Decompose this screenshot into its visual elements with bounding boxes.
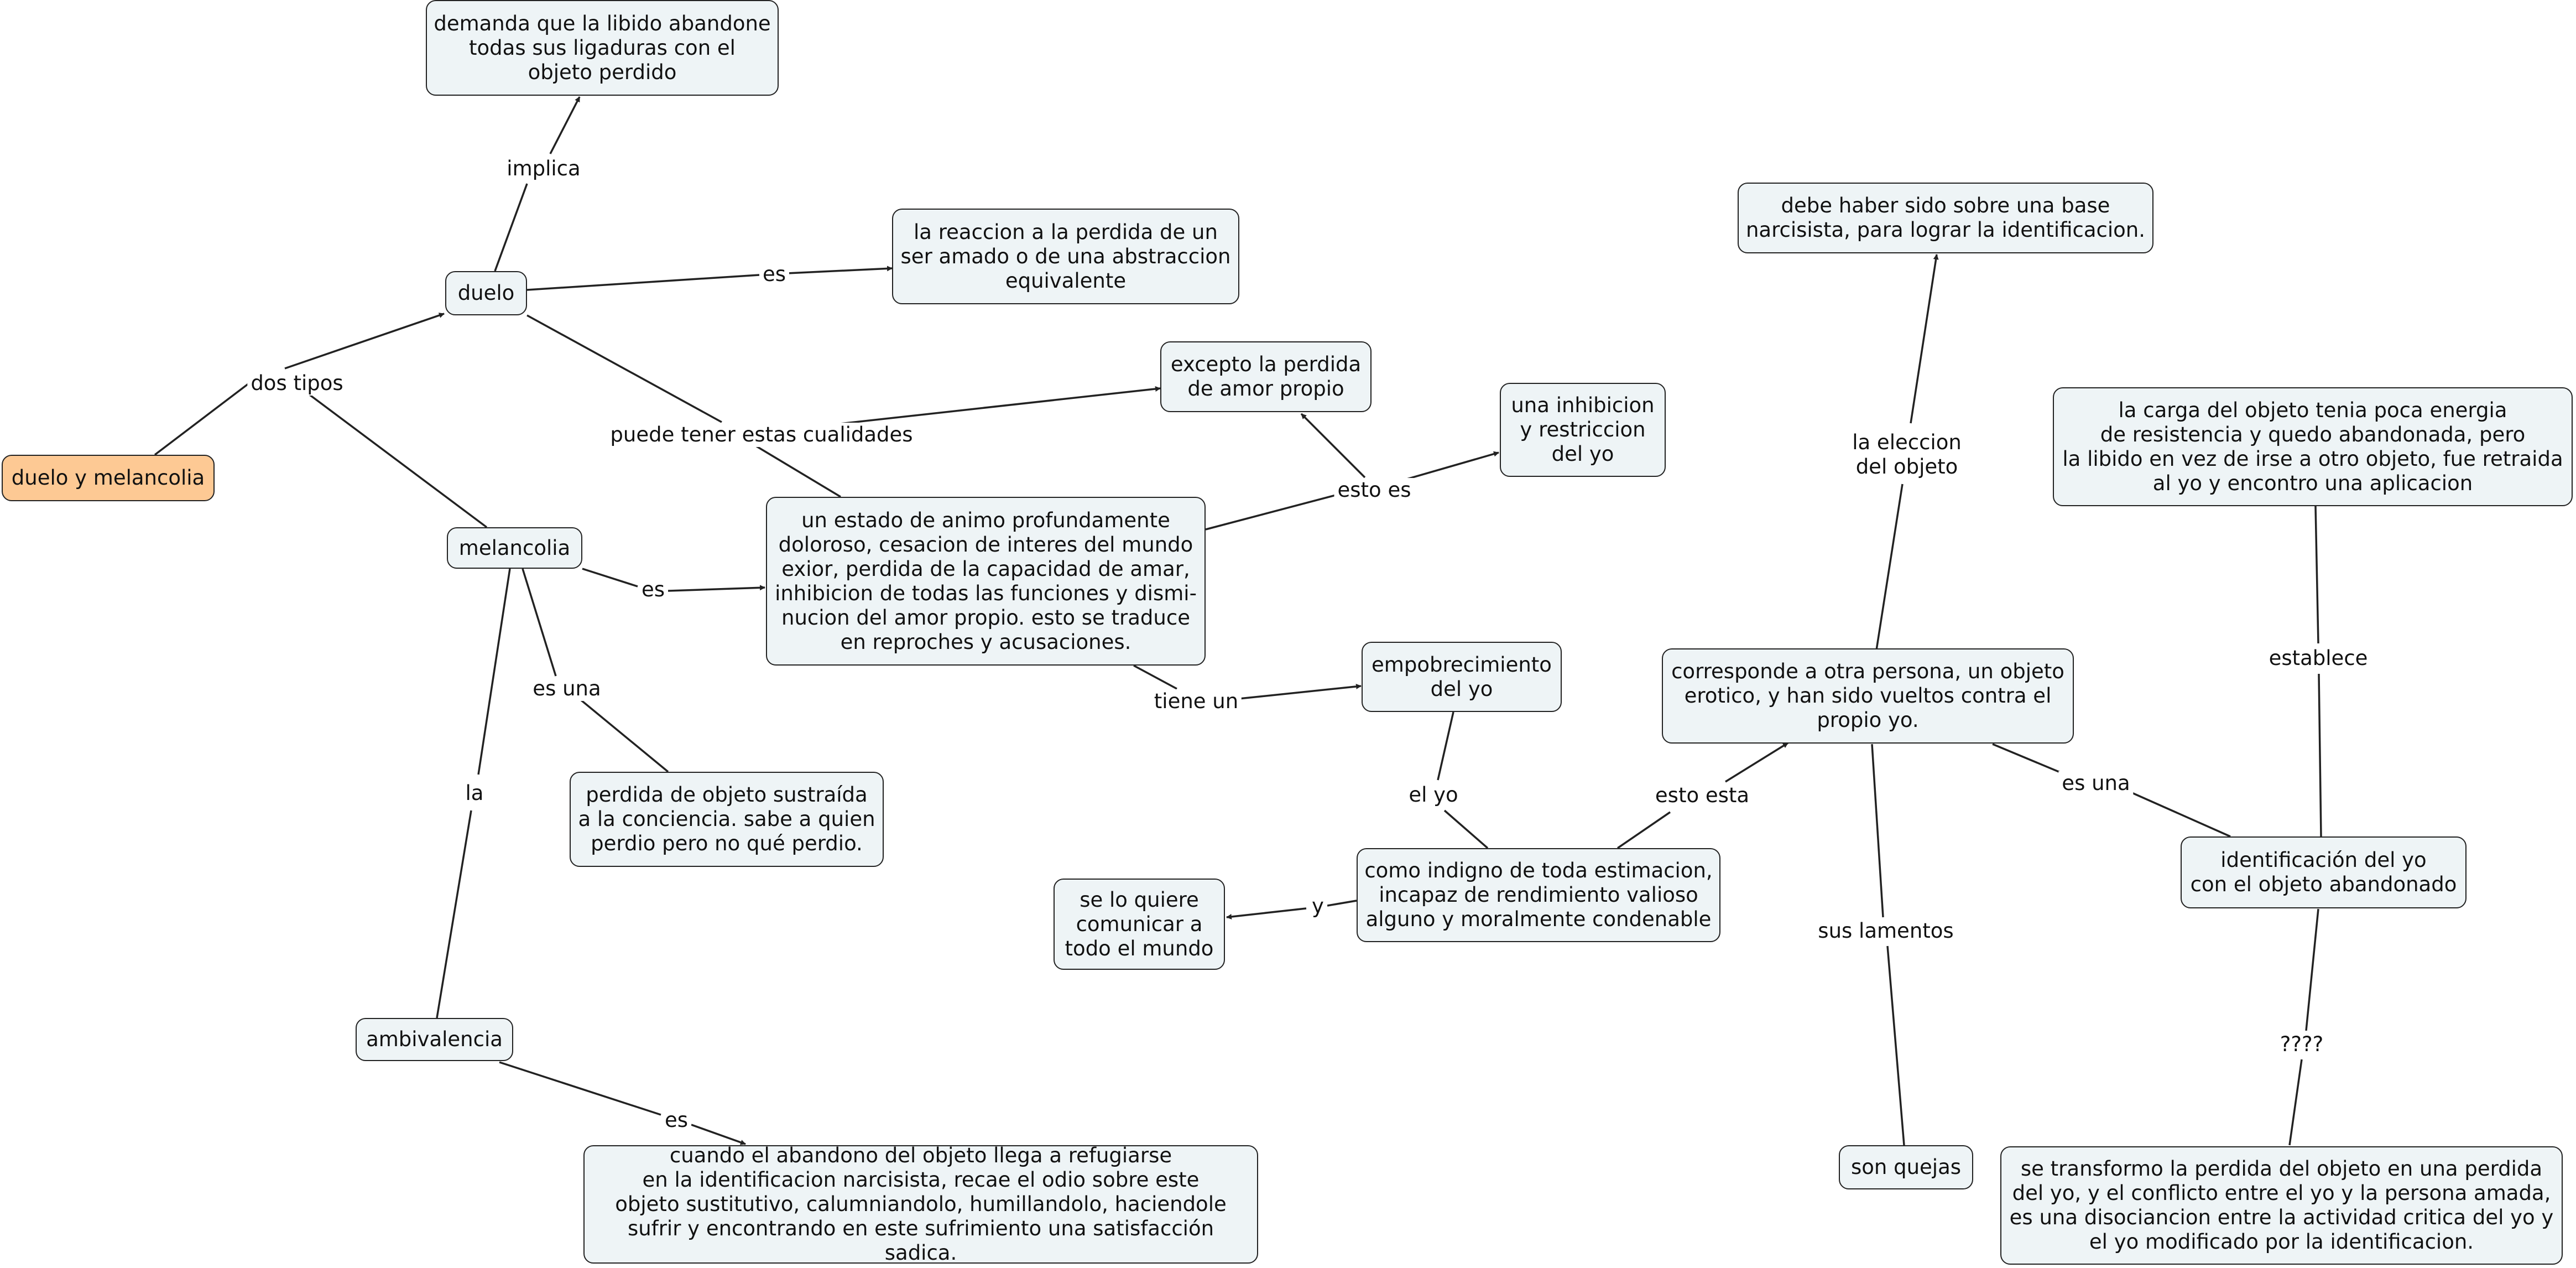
link-indigno-estoesta [1617,811,1671,849]
link-estoes-inhibicion [1399,451,1499,482]
link-estado-puedetener [754,444,841,498]
link-la-ambivalencia [436,810,472,1018]
link-corresponde-esuna [1992,743,2063,775]
node-duelo[interactable]: duelo [445,271,527,315]
link-dostipos-melancolia [306,392,488,528]
node-indigno[interactable]: como indigno de toda estimacion, incapaz… [1357,848,1720,942]
label-es-melancolia: es [638,578,669,602]
label-puede-tener: puede tener estas cualidades [607,423,916,447]
link-elyo-indigno [1443,809,1489,849]
link-melancolia-es [582,568,638,588]
node-melancolia[interactable]: melancolia [447,527,582,569]
label-sus-lamentos: sus lamentos [1814,919,1957,943]
link-carga-establece [2314,506,2319,644]
node-demanda[interactable]: demanda que la libido abandone todas sus… [426,0,779,96]
link-lamentos-quejas [1886,945,1905,1146]
label-el-yo: el yo [1405,783,1462,807]
node-perdida-objeto[interactable]: perdida de objeto sustraída a la concien… [570,772,884,867]
node-carga[interactable]: la carga del objeto tenia poca energia d… [2053,387,2573,506]
label-esto-esta: esto esta [1651,783,1753,808]
link-implica-demanda [549,96,581,154]
link-tieneun-empobrecimiento [1238,683,1362,700]
node-quejas[interactable]: son quejas [1839,1145,1973,1189]
link-root-dostipos [154,382,250,456]
link-estoesta-corresponde [1725,742,1788,783]
node-corresponde[interactable]: corresponde a otra persona, un objeto er… [1662,648,2074,744]
link-es-estado [668,585,765,592]
label-es-una-melancolia: es una [529,677,604,701]
link-estado-estoes [1205,494,1336,531]
link-esuna-identificacion [2131,792,2231,838]
link-duelo-puedetener [526,314,722,423]
link-dostipos-duelo [284,313,445,370]
label-es-una-identificacion: es una [2058,771,2134,796]
label-y: y [1308,894,1327,918]
link-estoes-excepto [1300,413,1366,479]
link-es-cuando [691,1124,746,1145]
link-melancolia-la [477,568,511,775]
link-interrogantes-transformo [2288,1059,2303,1146]
link-corresponde-eleccion [1875,484,1904,651]
node-empobrecimiento[interactable]: empobrecimiento del yo [1362,642,1562,712]
label-es-ambivalencia: es [661,1108,692,1132]
node-estado[interactable]: un estado de animo profundamente doloros… [766,497,1206,666]
node-reaccion[interactable]: la reaccion a la perdida de un ser amado… [892,209,1239,304]
link-corresponde-lamentos [1871,744,1884,918]
label-dos-tipos: dos tipos [247,371,347,396]
link-duelo-implica [494,183,528,272]
label-es-duelo: es [759,262,790,287]
link-ambivalencia-es [499,1061,661,1116]
link-establece-identificacion [2318,673,2322,837]
node-duelo-y-melancolia[interactable]: duelo y melancolia [2,455,215,501]
label-interrogantes: ???? [2276,1032,2327,1057]
link-indigno-y [1327,900,1357,907]
link-es-reaccion [786,266,893,274]
label-la-eleccion: la eleccion del objeto [1849,430,1965,479]
node-excepto[interactable]: excepto la perdida de amor propio [1160,341,1372,412]
node-debe[interactable]: debe haber sido sobre una base narcisist… [1738,183,2153,253]
link-esuna-perdida [580,699,669,773]
node-identificacion[interactable]: identificación del yo con el objeto aban… [2181,836,2467,908]
label-implica: implica [503,157,584,181]
link-y-comunicar [1226,907,1307,919]
link-identificacion-interrogantes [2305,908,2319,1031]
node-cuando[interactable]: cuando el abandono del objeto llega a re… [583,1144,1258,1265]
label-la: la [462,781,487,806]
link-empobrecimiento-elyo [1437,711,1454,781]
link-estado-tieneun [1133,664,1177,690]
node-comunicar[interactable]: se lo quiere comunicar a todo el mundo [1054,879,1225,970]
link-duelo-es [526,274,760,291]
link-melancolia-esuna [522,568,557,677]
label-establece: establece [2265,646,2371,671]
node-transformo[interactable]: se transformo la perdida del objeto en u… [2000,1146,2563,1265]
link-puedetener-excepto [829,386,1161,426]
node-ambivalencia[interactable]: ambivalencia [356,1018,513,1061]
label-tiene-un: tiene un [1150,689,1242,714]
link-eleccion-debe [1910,254,1939,424]
label-esto-es: esto es [1334,478,1415,502]
node-inhibicion[interactable]: una inhibicion y restriccion del yo [1500,383,1666,477]
